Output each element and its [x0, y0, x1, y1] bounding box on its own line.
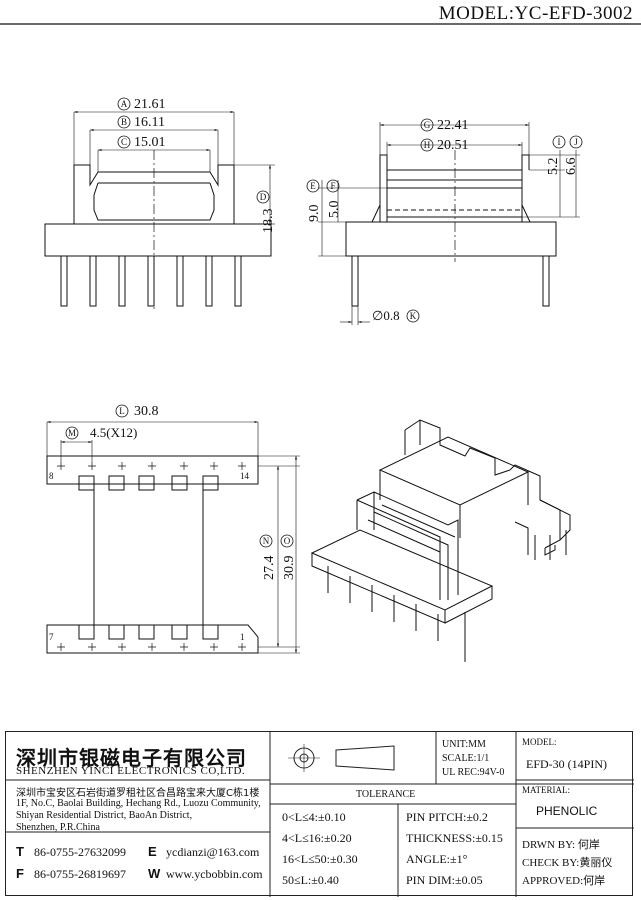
svg-text:J: J	[574, 137, 578, 147]
svg-text:M: M	[68, 428, 76, 438]
web-value: www.ycbobbin.com	[166, 867, 263, 881]
tel-label: T	[16, 844, 24, 859]
pin-8: 8	[49, 471, 54, 481]
svg-text:L: L	[119, 406, 125, 416]
approved-by: APPROVED:何岸	[522, 875, 606, 887]
company-name-cn: 深圳市银磁电子有限公司	[16, 746, 247, 770]
tol-left-3: 16<L≤50:±0.30	[282, 852, 358, 866]
dim-n: 27.4	[262, 556, 277, 581]
dim-d: 18.3	[261, 209, 276, 234]
svg-text:B: B	[121, 117, 127, 127]
email-label: E	[148, 844, 157, 859]
address-en-2: Shiyan Residential District, BaoAn Distr…	[16, 810, 193, 821]
svg-text:D: D	[260, 192, 267, 202]
tolerance-title: TOLERANCE	[356, 789, 416, 800]
check-by: CHECK BY:黄丽仪	[522, 857, 613, 869]
email-value: ycdianzi@163.com	[166, 845, 260, 859]
tol-left-1: 0<L≤4:±0.10	[282, 810, 346, 824]
front-view	[44, 110, 275, 310]
web-label: W	[148, 866, 161, 881]
svg-text:A: A	[121, 99, 128, 109]
svg-text:C: C	[121, 137, 127, 147]
pin-14: 14	[240, 471, 250, 481]
tol-right-3: ANGLE:±1°	[406, 852, 468, 866]
ul-text: UL REC:94V-0	[442, 767, 505, 778]
dim-m: 4.5(X12)	[90, 425, 137, 440]
svg-text:O: O	[284, 536, 291, 546]
isometric-view	[310, 419, 571, 662]
dim-k: ∅0.8	[372, 308, 400, 323]
svg-text:E: E	[310, 181, 316, 191]
model-title: MODEL:YC-EFD-3002	[438, 3, 633, 24]
dim-b: 16.11	[134, 115, 165, 130]
pin-7: 7	[49, 632, 54, 642]
tel-value: 86-0755-27632099	[34, 845, 126, 859]
tol-left-2: 4<L≤16:±0.20	[282, 831, 352, 845]
fax-value: 86-0755-26819697	[34, 867, 126, 881]
fax-label: F	[16, 866, 24, 881]
dim-f: 5.0	[327, 201, 342, 219]
tol-right-1: PIN PITCH:±0.2	[406, 810, 488, 824]
address-cn: 深圳市宝安区石岩街道罗租社区合昌路宝来大厦C栋1楼	[16, 788, 260, 799]
pin-1: 1	[240, 632, 245, 642]
company-name-en: SHENZHEN YINCI ELECTRONICS CO,LTD.	[16, 765, 246, 777]
dim-h: 20.51	[437, 138, 469, 153]
model-value: EFD-30 (14PIN)	[526, 757, 607, 771]
model-label: MODEL:	[522, 737, 557, 747]
tol-left-4: 50≤L:±0.40	[282, 873, 339, 887]
tol-right-4: PIN DIM:±0.05	[406, 873, 483, 887]
technical-drawing: A B C D G H I J E F K L M N O 21.61 16.1…	[0, 23, 641, 662]
dim-i: 5.2	[546, 158, 561, 176]
address-en-3: Shenzhen, P.R.China	[16, 822, 100, 833]
tol-right-2: THICKNESS:±0.15	[406, 831, 503, 845]
scale-text: SCALE:1/1	[442, 753, 490, 764]
material-label: MATERIAL:	[522, 785, 570, 795]
side-view	[318, 122, 580, 325]
dim-c: 15.01	[134, 135, 166, 150]
dim-a: 21.61	[134, 97, 166, 112]
material-value: PHENOLIC	[536, 804, 598, 818]
dim-o: 30.9	[282, 556, 297, 581]
dim-e: 9.0	[307, 205, 322, 223]
svg-text:G: G	[424, 120, 431, 130]
drawn-by: DRWN BY: 何岸	[522, 839, 600, 851]
bottom-view	[46, 420, 300, 654]
dim-j: 6.6	[564, 158, 579, 176]
unit-text: UNIT:MM	[442, 739, 486, 750]
dim-l: 30.8	[134, 404, 159, 419]
dim-g: 22.41	[437, 118, 469, 133]
svg-text:I: I	[558, 137, 561, 147]
svg-text:F: F	[330, 181, 335, 191]
title-block: 深圳市银磁电子有限公司 SHENZHEN YINCI ELECTRONICS C…	[5, 731, 634, 897]
svg-text:N: N	[263, 536, 270, 546]
svg-text:H: H	[424, 140, 431, 150]
svg-text:K: K	[410, 311, 417, 321]
address-en-1: 1F, No.C, Baolai Building, Hechang Rd., …	[16, 798, 261, 809]
